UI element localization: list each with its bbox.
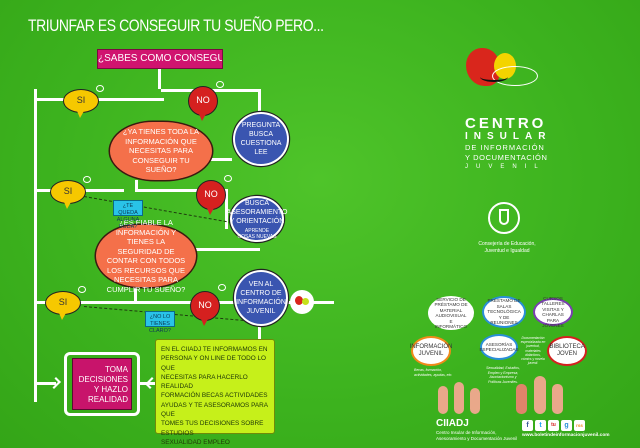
si-bubble: SI — [50, 180, 86, 209]
google-icon[interactable]: g — [561, 420, 572, 431]
service-bubble-3: CURSOS TALLERES VISITAS Y CHARLAS PARA J… — [533, 296, 573, 328]
note-unclear: ¿NO LO TIENES CLARO? — [145, 311, 175, 334]
answer-text: PREGUNTA BUSCA CUESTIONA LEE — [240, 122, 282, 156]
dept-line: Consejería de Educación, — [478, 241, 536, 247]
connector-line — [34, 382, 56, 385]
answer-bubble-1: PREGUNTA BUSCA CUESTIONA LEE — [233, 112, 289, 166]
no-label: NO — [204, 189, 218, 199]
arrow-right-icon — [49, 377, 61, 389]
info-box: EN EL CIIADJ TE INFORMAMOS EN PERSONA Y … — [155, 339, 275, 446]
si-bubble: SI — [45, 291, 81, 320]
connector-line — [258, 316, 261, 340]
info-line: NECESITAS PARA HACERLO REALIDAD — [161, 373, 248, 391]
answer-subtext: APRENDE COSAS NUEVAS — [237, 227, 277, 240]
service-bubble-5: ASESORÍAS ESPECIALIZADAS — [479, 334, 519, 360]
connector-line — [135, 189, 225, 192]
logo-mascot-icon — [462, 44, 542, 114]
connector-line — [134, 284, 137, 304]
twitter-icon[interactable]: t — [535, 420, 546, 431]
no-bubble: NO — [190, 291, 220, 326]
footer-url-link[interactable]: www.boletindeinformacionjuvenil.com — [522, 433, 610, 438]
connector-line — [170, 248, 260, 251]
connector-line — [34, 301, 334, 304]
connector-line — [135, 180, 138, 192]
si-bubble: SI — [63, 89, 99, 118]
connector-line — [140, 382, 155, 385]
si-label: SI — [76, 95, 86, 105]
footer-sub-line: Asesoramiento y Documentación Juvenil — [436, 435, 518, 441]
answer-text: VEN AL CENTRO DE INFORMACIÓN JUVENIL — [236, 281, 286, 315]
info-line: TOMES TUS DECISIONES SOBRE ESTUDIOS — [161, 420, 264, 437]
question-cloud-2: ¿ES FIABLE LA INFORMACIÓN Y TIENES LA SE… — [96, 218, 196, 294]
info-line: AYUDAS Y TE ASESORAMOS PARA QUE — [161, 401, 268, 419]
logo-line-4: Y DOCUMENTACIÓN — [465, 153, 548, 162]
service-caption-5: Sexualidad, Estudios, Empleo y Empresa, … — [486, 366, 520, 384]
logo-line-3: DE INFORMACIÓN — [465, 143, 545, 152]
si-label: SI — [63, 186, 73, 196]
connector-line — [258, 89, 261, 111]
speech-icon — [216, 81, 224, 88]
info-line: FORMACIÓN BECAS ACTIVIDADES — [161, 392, 268, 400]
si-label: SI — [58, 297, 68, 307]
no-bubble: NO — [196, 180, 226, 215]
connector-line — [34, 89, 37, 402]
footer-subtitle: Centro Insular de Información, Asesorami… — [436, 430, 517, 441]
connector-line — [225, 189, 228, 229]
mini-logo — [290, 290, 314, 314]
answer-bubble-2: BUSCA ASESORAMIENTO Y ORIENTACIÓN APREND… — [227, 196, 287, 242]
cabildo-department: Consejería de Educación, Juventud e Igua… — [472, 241, 542, 255]
service-caption-4: Becas, formación, actividades, ayudas, e… — [414, 368, 453, 377]
service-bubble-2: PRÉSTAMO DE SALAS TECNOLÓGICA Y DE REUNI… — [482, 296, 526, 328]
speech-icon — [83, 176, 91, 183]
question-cloud-1: ¿YA TIENES TODA LA INFORMACIÓN QUE NECES… — [110, 122, 212, 180]
finger-puppets-icon — [436, 378, 496, 414]
social-icons: f t tu g rss — [522, 420, 585, 431]
decide-box: TOMA DECISIONES Y HAZLO REALIDAD — [72, 358, 132, 410]
decide-frame — [64, 352, 140, 416]
logo-line-5: JUVENIL — [465, 164, 546, 170]
footer-brand: CIIADJ — [436, 418, 469, 429]
cabildo-seal-icon — [488, 202, 520, 234]
connector-line — [158, 69, 161, 89]
service-bubble-4: INFORMACIÓN JUVENIL — [410, 336, 452, 366]
service-bubble-1: SERVICIO DE PRÉSTAMO DE MATERIAL AUDIOVI… — [428, 296, 474, 330]
speech-icon — [218, 284, 226, 291]
rss-icon[interactable]: rss — [574, 420, 585, 431]
speech-icon — [224, 175, 232, 182]
info-line: PERSONA Y ON LINE DE TODO LO QUE — [161, 355, 267, 372]
info-line: SEXUALIDAD EMPLEO — [161, 438, 230, 446]
logo-line-insular: INSULAR — [465, 131, 552, 142]
question-box: ¿SABES COMO CONSEGUIRLO? — [97, 49, 223, 69]
service-bubble-6: BIBLIOTECA JOVEN — [547, 336, 587, 366]
note-doubt: ¿TE QUEDA ALGUNA DUDA? — [113, 200, 143, 230]
finger-puppets-icon — [512, 372, 572, 414]
logo-line-centro: CENTRO — [465, 115, 547, 132]
page-title: TRIUNFAR ES CONSEGUIR TU SUEÑO PERO... — [28, 16, 324, 35]
info-line: EN EL CIIADJ TE INFORMAMOS EN — [161, 346, 268, 353]
connector-line — [34, 98, 164, 101]
no-label: NO — [196, 95, 210, 105]
speech-icon — [78, 286, 86, 293]
speech-icon — [96, 85, 104, 92]
facebook-icon[interactable]: f — [522, 420, 533, 431]
answer-text: BUSCA ASESORAMIENTO Y ORIENTACIÓN — [226, 199, 288, 225]
footer-sub-line: Centro Insular de Información, — [436, 430, 497, 435]
no-label: NO — [198, 300, 212, 310]
service-caption-6: Documentación especializada en juventud,… — [520, 336, 546, 366]
youtube-icon[interactable]: tu — [548, 420, 559, 431]
dept-line: Juventud e Igualdad — [484, 248, 530, 254]
no-bubble: NO — [188, 86, 218, 121]
answer-bubble-3: VEN AL CENTRO DE INFORMACIÓN JUVENIL — [234, 270, 288, 326]
